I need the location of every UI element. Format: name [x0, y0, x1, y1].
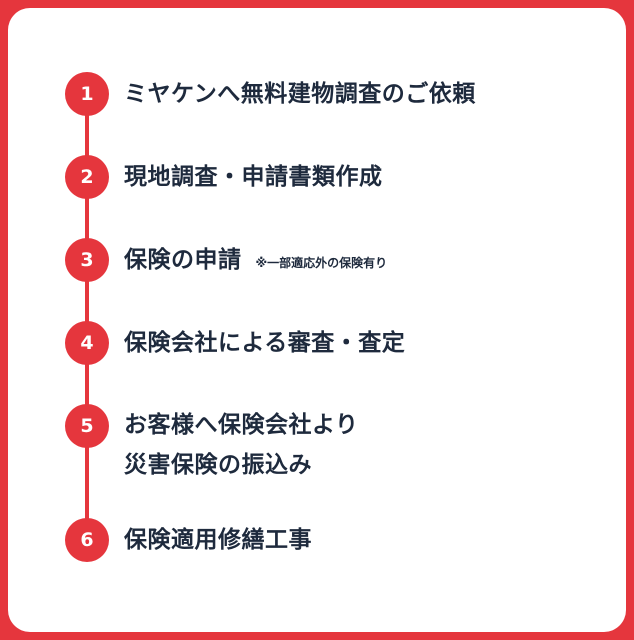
step-label: 保険会社による審査・査定 [124, 330, 406, 356]
timeline-line [85, 94, 89, 542]
step-number-badge: 1 [65, 72, 109, 116]
card-panel [8, 8, 626, 632]
step-label-line-1: お客様へ保険会社より [124, 412, 359, 438]
step-label: 保険の申請 [124, 247, 242, 273]
step-number-badge: 4 [65, 321, 109, 365]
step-number-badge: 6 [65, 518, 109, 562]
step-label: ミヤケンへ無料建物調査のご依頼 [124, 81, 476, 107]
step-label-row: 保険の申請 ※一部適応外の保険有り [124, 243, 387, 278]
step-label: 現地調査・申請書類作成 [124, 164, 383, 190]
step-label: 保険適用修繕工事 [124, 527, 312, 553]
step-label-line-2: 災害保険の振込み [124, 452, 312, 478]
step-number-badge: 5 [65, 404, 109, 448]
step-number-badge: 3 [65, 238, 109, 282]
step-note: ※一部適応外の保険有り [255, 255, 388, 270]
step-number-badge: 2 [65, 155, 109, 199]
